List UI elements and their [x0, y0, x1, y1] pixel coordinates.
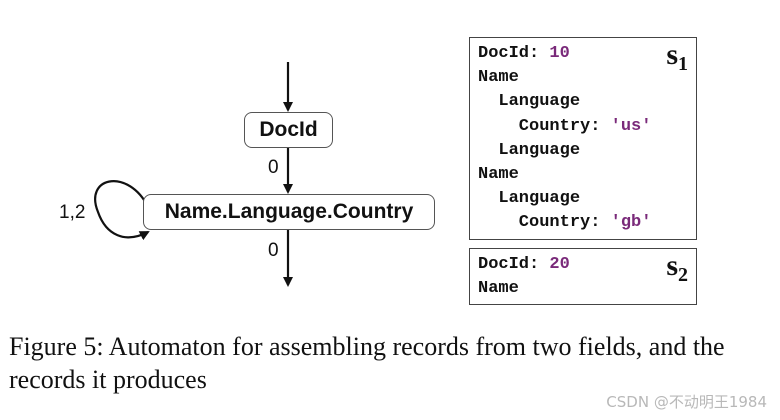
watermark: CSDN @不动明王1984 [606, 393, 767, 411]
edge-label-nlc-exit: 0 [268, 240, 279, 261]
record-s1-line: Language [478, 92, 580, 112]
record-s1-label-sub: 1 [678, 53, 688, 75]
record-s1-line: Name [478, 68, 519, 88]
record-s1-line-key: Language [478, 140, 581, 160]
edge-label-docid-to-nlc: 0 [268, 157, 279, 178]
record-s1-line: Name [478, 165, 519, 185]
record-s1-line: Country: 'us' [478, 116, 652, 137]
record-s1-line: Country: 'gb' [478, 213, 652, 233]
record-s1-line-key: Name [478, 68, 519, 88]
record-s1-line: Language [478, 141, 580, 161]
record-s1-line-key: Language [478, 189, 581, 209]
record-s2-line: DocId: 20 [478, 255, 570, 275]
record-s2-label-sub: 2 [678, 264, 688, 286]
record-s1-line: Language [478, 189, 580, 209]
record-s2-line: Name [478, 279, 519, 299]
edge-label-self-loop: 1,2 [59, 202, 86, 223]
record-s1-label: s1 [666, 40, 688, 79]
record-s1-line-key: Name [478, 165, 519, 184]
record-s2-line-value: 20 [549, 255, 570, 274]
record-s2-label: s2 [666, 251, 688, 290]
record-s1-line-key: Country: [478, 213, 601, 233]
record-s1-line-value: 10 [549, 44, 570, 63]
record-s2-line-key: DocId: [478, 255, 540, 274]
record-s2-line-key: Name [478, 279, 519, 299]
state-docid-label: DocId [259, 118, 318, 141]
state-docid: DocId [244, 112, 333, 148]
state-name-language-country: Name.Language.Country [143, 194, 435, 230]
figure-caption: Figure 5: Automaton for assembling recor… [9, 332, 725, 394]
self-loop-arrow [94, 180, 150, 241]
record-s1-label-main: s [666, 38, 678, 71]
record-s1-line-value: 'gb' [610, 213, 652, 233]
record-s2-label-main: s [666, 249, 678, 282]
record-s1-line: DocId: 10 [478, 44, 570, 64]
record-s1-line-key: Country: [478, 116, 601, 136]
state-nlc-label: Name.Language.Country [164, 200, 414, 223]
record-s1-line-value: 'us' [610, 116, 652, 136]
record-s1-line-key: Language [478, 92, 581, 112]
record-s1-line-key: DocId: [478, 44, 540, 63]
